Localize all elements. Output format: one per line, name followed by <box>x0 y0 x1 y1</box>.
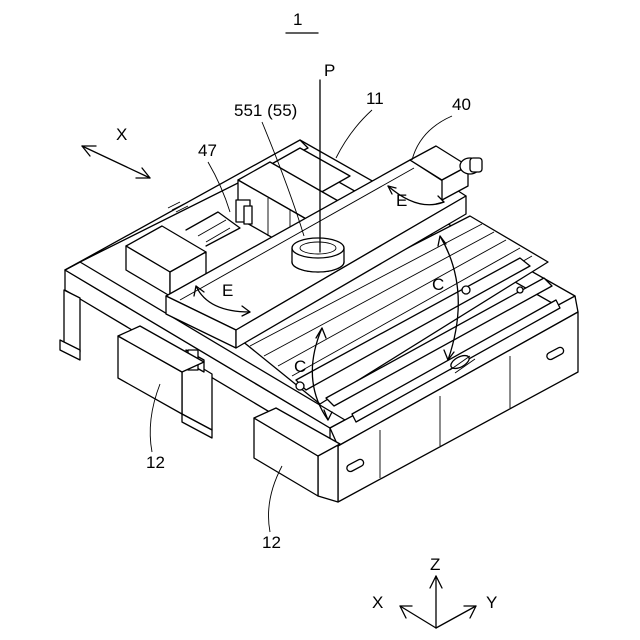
figure-number: 1 <box>293 10 302 29</box>
label-11: 11 <box>366 89 384 108</box>
axis-label-x: X <box>372 593 383 612</box>
x-direction-arrow <box>82 146 150 178</box>
label-12-left: 12 <box>146 453 165 472</box>
coordinate-axes <box>400 576 476 628</box>
label-551: 551 (55) <box>234 101 297 120</box>
leader-11 <box>336 110 372 158</box>
label-p: P <box>324 61 335 80</box>
label-12-bottom: 12 <box>262 533 281 552</box>
label-x-top: X <box>116 125 127 144</box>
label-e-right: E <box>396 191 407 210</box>
label-e-left: E <box>222 281 233 300</box>
label-c-right: C <box>432 275 444 294</box>
axis-label-y: Y <box>486 593 497 612</box>
label-c-left: C <box>294 357 306 376</box>
axis-label-z: Z <box>430 555 440 574</box>
label-40: 40 <box>452 95 471 114</box>
label-47: 47 <box>198 141 217 160</box>
workpiece-551 <box>292 238 344 272</box>
leader-12-bottom <box>269 466 283 532</box>
